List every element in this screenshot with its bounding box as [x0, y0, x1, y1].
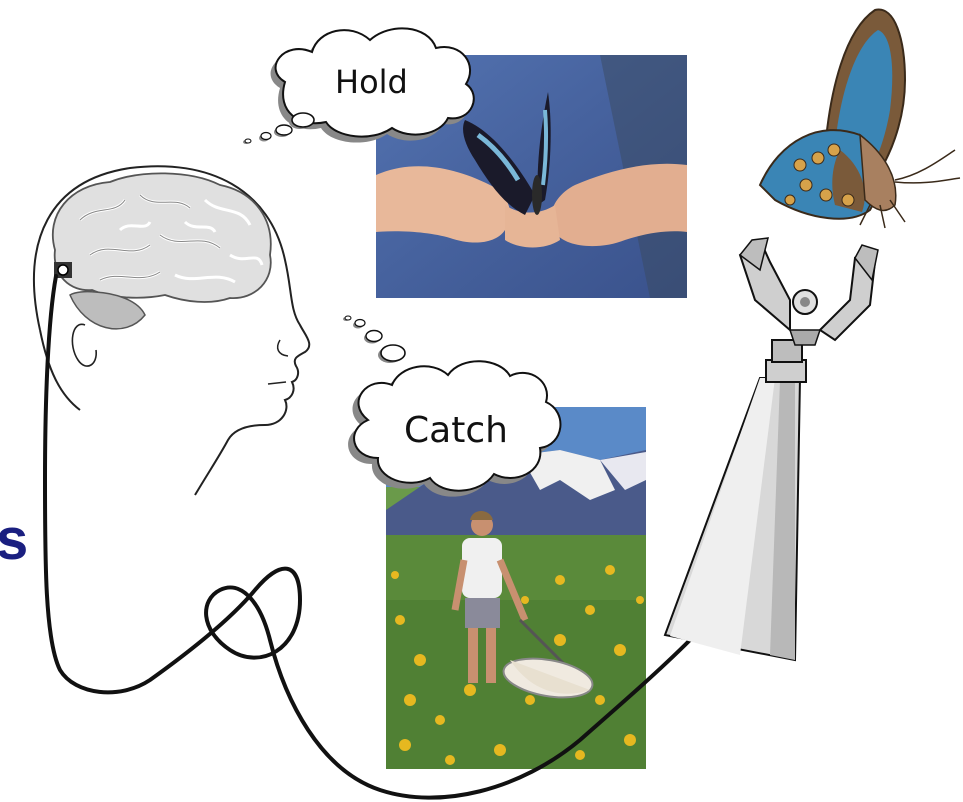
hold-thought-label: Hold: [335, 63, 408, 101]
brain-icon: [53, 173, 271, 329]
robotic-arm-icon: [665, 238, 878, 660]
catch-thought-bubble: [343, 316, 560, 497]
catch-thought-label: Catch: [404, 410, 508, 451]
cropped-title-letter: s: [0, 506, 28, 573]
butterfly-icon: [760, 10, 960, 228]
